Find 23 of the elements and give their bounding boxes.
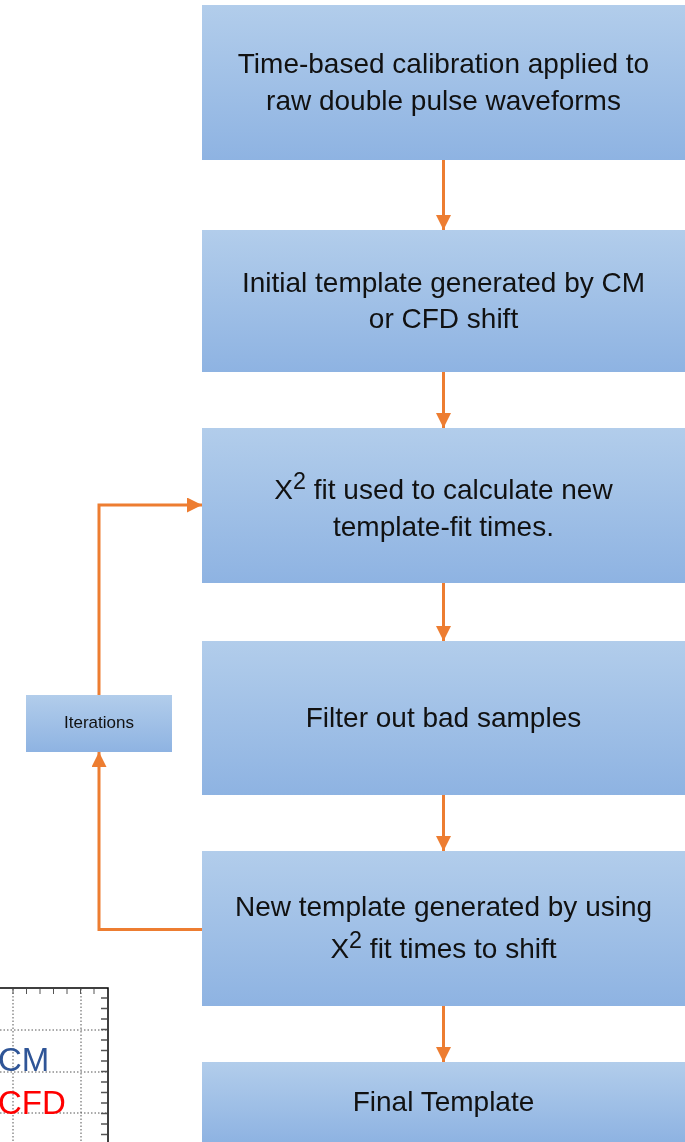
process-box xyxy=(202,230,685,372)
arrow xyxy=(91,752,202,931)
arrow xyxy=(436,1006,451,1062)
box-text: X$^{2}$ fit used to calculate new template-fit times. xyxy=(273,466,614,544)
arrow xyxy=(436,583,451,641)
process-box xyxy=(202,851,685,1006)
box-text: New template generated by using X$^{2}$ fit times to shift xyxy=(233,889,654,967)
process-box xyxy=(202,641,685,795)
box-text: Time-based calibration applied to raw double pulse waveforms xyxy=(236,47,651,118)
box-text: Initial template generated by CM or CFD shift xyxy=(240,265,647,336)
box-text: Final Template xyxy=(352,1084,535,1119)
series-label: CFD xyxy=(0,1086,66,1119)
process-box xyxy=(202,1062,685,1142)
arrow xyxy=(436,372,451,428)
arrow xyxy=(436,160,451,230)
box-text: Iterations xyxy=(64,712,134,735)
arrow xyxy=(436,795,451,851)
process-box xyxy=(26,695,172,752)
box-text: Filter out bad samples xyxy=(305,700,582,735)
process-box xyxy=(202,5,685,160)
arrow xyxy=(97,497,202,695)
series-label: CM xyxy=(0,1043,50,1076)
process-box xyxy=(202,428,685,583)
